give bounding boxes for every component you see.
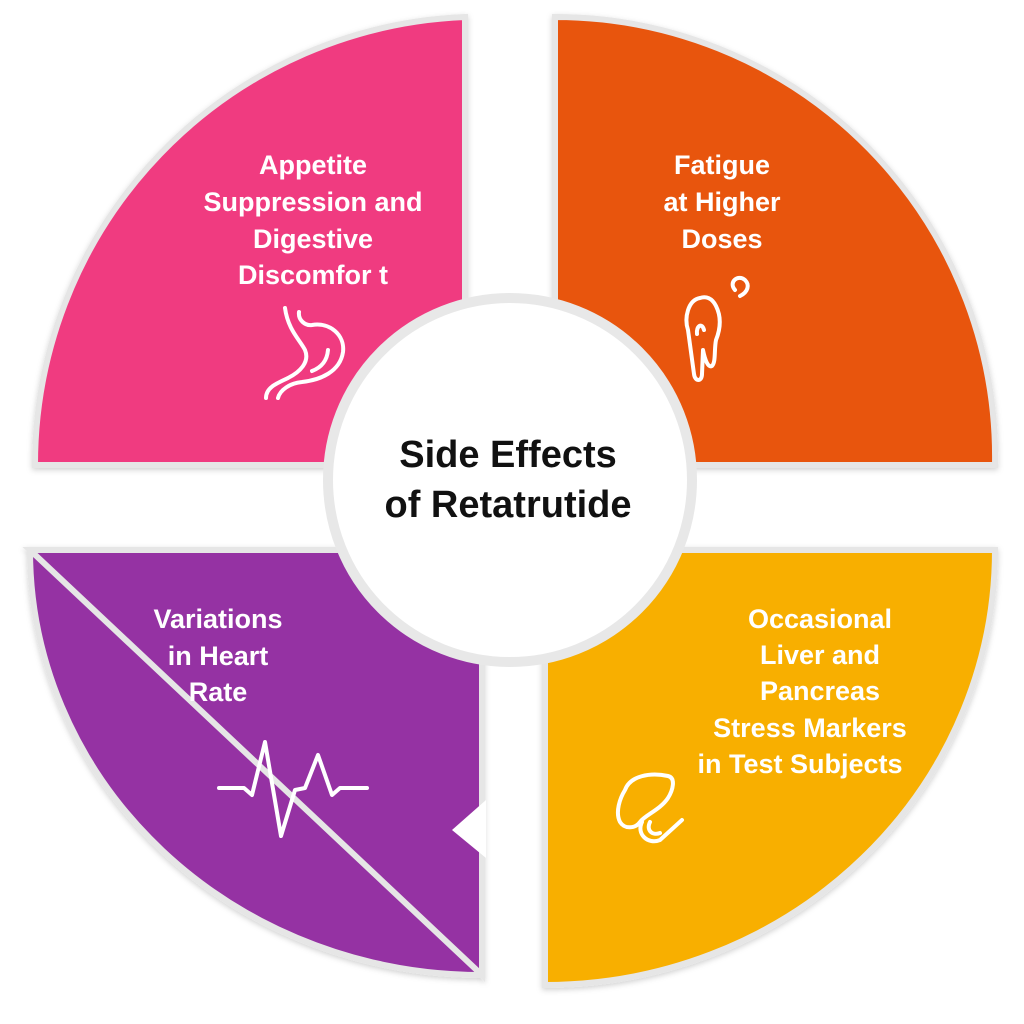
title-line-1: Side Effects bbox=[399, 434, 617, 476]
segment-label: at Higher bbox=[663, 187, 781, 217]
segment-appetite bbox=[31, 13, 468, 468]
segment-label: Suppression and bbox=[203, 187, 422, 217]
segment-label: Rate bbox=[189, 677, 248, 707]
segment-label: Appetite bbox=[259, 150, 367, 180]
notch bbox=[452, 800, 486, 858]
liver-pancreas-icon bbox=[615, 772, 684, 844]
segment-label: Pancreas bbox=[760, 676, 880, 706]
tired-hand-icon bbox=[684, 275, 750, 382]
segment-label: Stress Markers bbox=[713, 713, 907, 743]
segment-label: Fatigue bbox=[674, 150, 770, 180]
segment-label: Occasional bbox=[748, 604, 892, 634]
center-circle bbox=[323, 293, 697, 667]
segment-label: Digestive bbox=[253, 224, 373, 254]
segment-heart-rate bbox=[22, 547, 485, 982]
segment-label: in Heart bbox=[168, 641, 269, 671]
segment-label: Discomfor t bbox=[238, 260, 388, 290]
segment-label: Doses bbox=[681, 224, 762, 254]
segment-fatigue bbox=[552, 13, 999, 468]
heartbeat-icon bbox=[217, 740, 369, 838]
segment-liver-pancreas bbox=[542, 547, 999, 989]
segment-label: in Test Subjects bbox=[697, 749, 902, 779]
title-line-2: of Retatrutide bbox=[385, 484, 632, 526]
segment-label: Liver and bbox=[760, 640, 880, 670]
stomach-icon bbox=[264, 306, 346, 400]
segment-label: Variations bbox=[153, 604, 282, 634]
